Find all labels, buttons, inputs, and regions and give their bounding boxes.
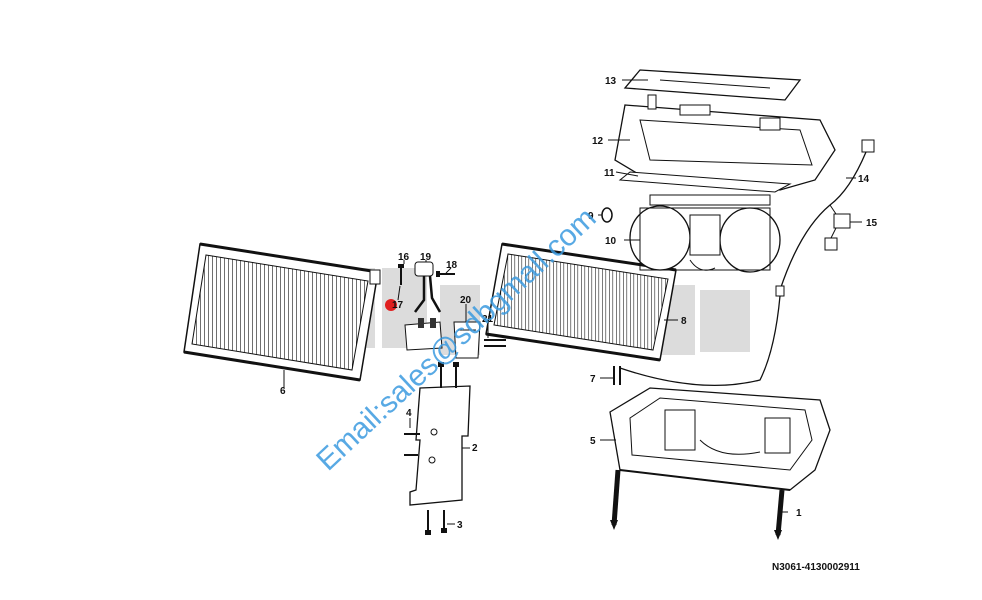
callout-10: 10 (605, 236, 617, 247)
grommet-part-9 (601, 207, 613, 223)
gasket-part-11 (618, 171, 792, 193)
top-cover-part-13 (623, 69, 802, 101)
callout-18: 18 (446, 260, 458, 271)
callout-7: 7 (590, 374, 596, 385)
screws-part-3-4 (404, 362, 459, 535)
callout-17: 17 (392, 300, 404, 311)
callout-labels: 1 2 3 4 5 6 7 8 9 10 11 12 13 14 15 16 1… (280, 76, 878, 531)
callout-2: 2 (472, 443, 478, 454)
expansion-valve-part-19-20 (404, 261, 506, 359)
callout-8: 8 (681, 316, 687, 327)
callout-21: 21 (482, 314, 494, 325)
evaporator-part-8 (485, 242, 677, 362)
upper-housing-part-12 (614, 94, 836, 191)
callout-14: 14 (858, 174, 870, 185)
callout-11: 11 (604, 168, 615, 179)
wire-harness-part-14 (619, 139, 875, 386)
callout-5: 5 (590, 436, 596, 447)
callout-19: 19 (420, 252, 432, 263)
reference-code: N3061-4130002911 (772, 562, 860, 573)
callout-6: 6 (280, 386, 286, 397)
callout-15: 15 (866, 218, 878, 229)
callout-20: 20 (460, 295, 472, 306)
callout-9: 9 (588, 211, 594, 222)
callout-3: 3 (457, 520, 463, 531)
callout-1: 1 (796, 508, 802, 519)
lower-housing-part-5 (609, 387, 831, 491)
heater-core-part-6 (183, 242, 381, 382)
drain-pipe-part-7 (613, 366, 621, 385)
callout-12: 12 (592, 136, 604, 147)
callout-16: 16 (398, 252, 410, 263)
leader-lines (283, 79, 862, 525)
callout-4: 4 (406, 408, 412, 419)
blower-part-10 (629, 194, 781, 273)
bracket-part-2 (409, 385, 471, 506)
callout-13: 13 (605, 76, 617, 87)
connector-part-15 (824, 213, 851, 251)
screws-part-16-17-18 (398, 264, 455, 285)
